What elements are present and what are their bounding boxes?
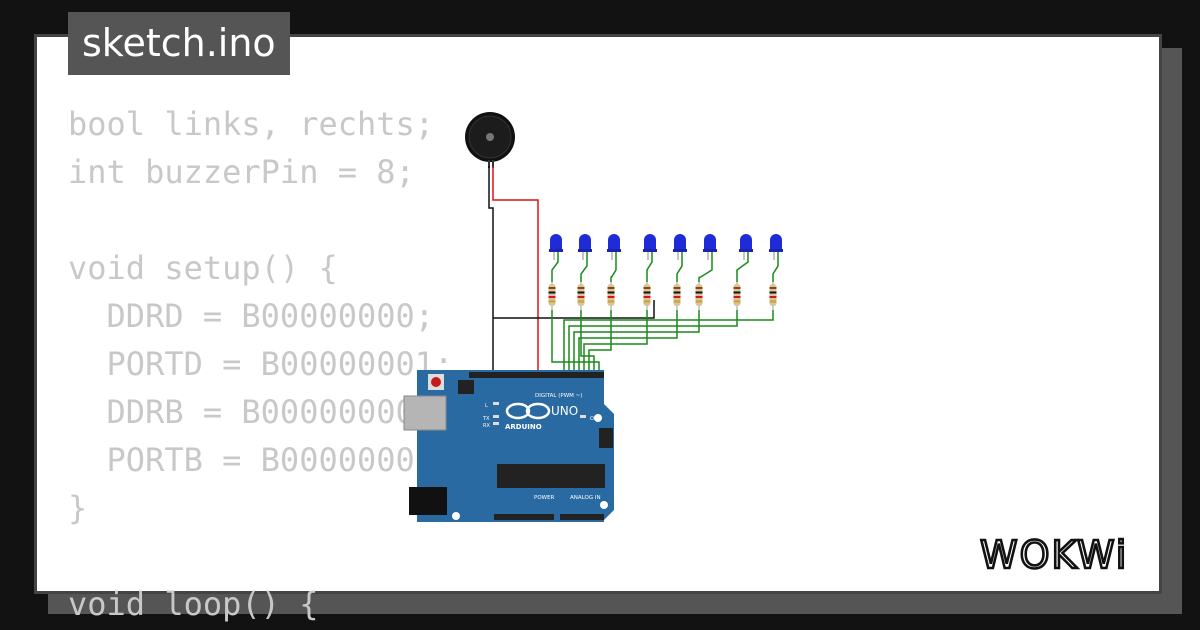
led[interactable] [643,234,657,260]
file-name-tab[interactable]: sketch.ino [68,12,290,75]
resistor[interactable] [548,276,556,316]
led[interactable] [578,234,592,260]
pin-wire [551,310,600,374]
led[interactable] [549,234,563,260]
board-model: UNO [551,404,578,418]
board-brand: ARDUINO [505,423,542,431]
led-wire [580,252,588,282]
led-wire [772,252,779,282]
green-wire-group [551,252,779,374]
code-line: int buzzerPin = 8; [68,153,415,191]
pin-wire [573,310,700,374]
pin-wire [588,310,612,374]
pin-wire [580,310,595,374]
usb-port [403,395,447,431]
buzzer-wire-red [492,166,539,372]
resistor[interactable] [733,276,741,316]
pin-wire [563,310,774,374]
led-wire [698,252,713,282]
resistor[interactable] [695,276,703,316]
led-wire [646,252,653,282]
led-wire [736,252,749,282]
board-l-label: L [485,403,488,409]
led[interactable] [673,234,687,260]
led-wire [610,252,617,282]
buzzer[interactable] [465,112,515,168]
code-line: PORTB = B0000000 [68,441,415,479]
pin-wire [583,310,648,374]
board-power-label: POWER [534,495,555,501]
board-on-label: ON [590,416,598,422]
resistor[interactable] [577,276,585,316]
led[interactable] [703,234,717,260]
code-editor: bool links, rechts; int buzzerPin = 8; voi… [68,100,453,628]
ground-wire [493,300,655,319]
buzzer-wire-black [488,166,494,372]
board-tx-label: TX [482,416,490,422]
atmega-chip [497,464,605,488]
led[interactable] [739,234,753,260]
led-wire [551,252,559,282]
resistor[interactable] [607,276,615,316]
code-line: } [68,489,88,527]
board-digital-label: DIGITAL (PWM ~) [535,393,582,399]
code-line: void loop() { [68,585,319,623]
power-jack [409,487,447,515]
code-line: PORTD = B00000001; [68,345,454,383]
resistor[interactable] [673,276,681,316]
resistor[interactable] [643,276,651,316]
code-line: DDRD = B00000000; [68,297,435,335]
code-line: void setup() { [68,249,338,287]
code-line: bool links, rechts; [68,105,435,143]
code-line: DDRB = B00000000 [68,393,415,431]
led[interactable] [769,234,783,260]
led-wire [676,252,683,282]
pin-wire [568,310,738,374]
resistor[interactable] [769,276,777,316]
board-analog-label: ANALOG IN [570,495,601,501]
led[interactable] [607,234,621,260]
led-group [548,234,783,316]
arduino-board[interactable]: ARDUINO UNO DIGITAL (PWM ~) POWER ANALOG… [403,370,614,522]
wokwi-logo: WOKWi [979,532,1128,576]
pin-wire [578,310,678,374]
board-rx-label: RX [483,423,490,429]
svg-text:WOKWi: WOKWi [980,533,1128,576]
